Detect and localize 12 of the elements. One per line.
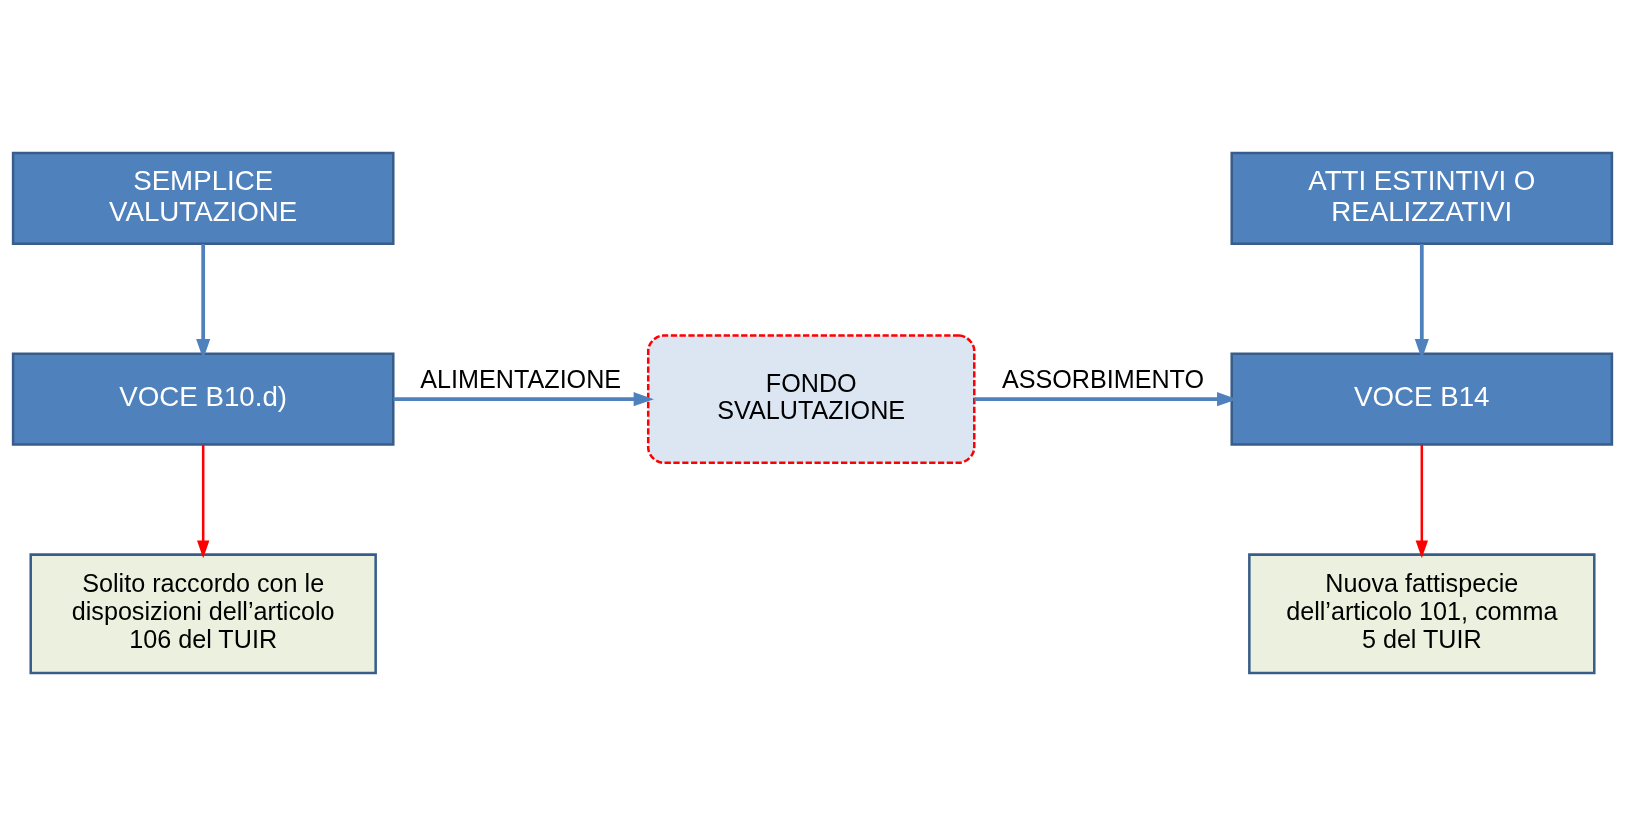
node-box: ATTI ESTINTIVI O REALIZZATIVI xyxy=(1230,151,1614,245)
edge-label: ASSORBIMENTO xyxy=(1001,364,1205,393)
arrow xyxy=(393,391,654,406)
edge-label: ALIMENTAZIONE xyxy=(420,364,622,393)
arrow xyxy=(1415,444,1428,558)
node-box: VOCE B10.d) xyxy=(11,352,395,446)
node-box: Nuova fattispecie dell’articolo 101, comma 5 del TUIR xyxy=(1248,552,1596,674)
arrow xyxy=(197,444,210,558)
node-box: SEMPLICE VALUTAZIONE xyxy=(11,151,395,245)
node-box: VOCE B14 xyxy=(1230,352,1614,446)
node-box: Solito raccordo con le disposizioni dell’articolo 106 del TUIR xyxy=(29,552,377,674)
node-box: FONDO SVALUTAZIONE xyxy=(646,333,976,464)
